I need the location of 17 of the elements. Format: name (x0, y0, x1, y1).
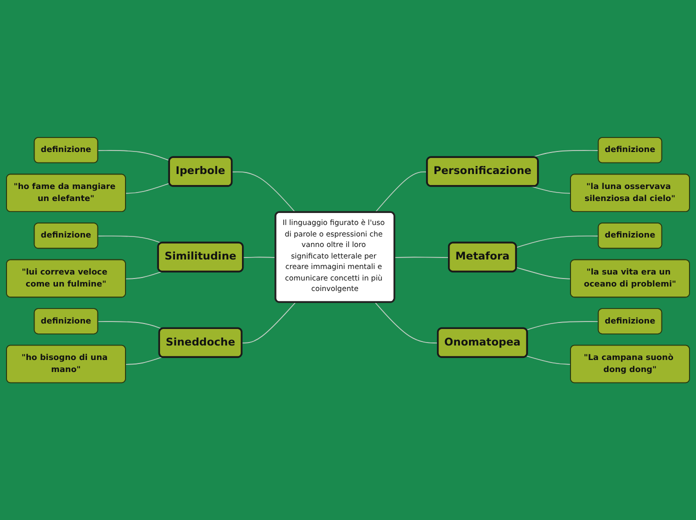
connector (125, 271, 162, 280)
connector (125, 356, 162, 365)
connector (526, 356, 572, 365)
connector (374, 302, 439, 344)
connector (242, 302, 296, 344)
connector (516, 235, 600, 248)
connector (394, 256, 450, 258)
connector (526, 321, 600, 330)
connector (125, 182, 170, 194)
connector (242, 256, 276, 258)
connector (98, 150, 170, 161)
connector (531, 186, 572, 194)
connector (98, 235, 162, 244)
connector (98, 321, 162, 330)
connector (516, 266, 572, 280)
connector (374, 171, 428, 213)
connector (232, 171, 296, 213)
